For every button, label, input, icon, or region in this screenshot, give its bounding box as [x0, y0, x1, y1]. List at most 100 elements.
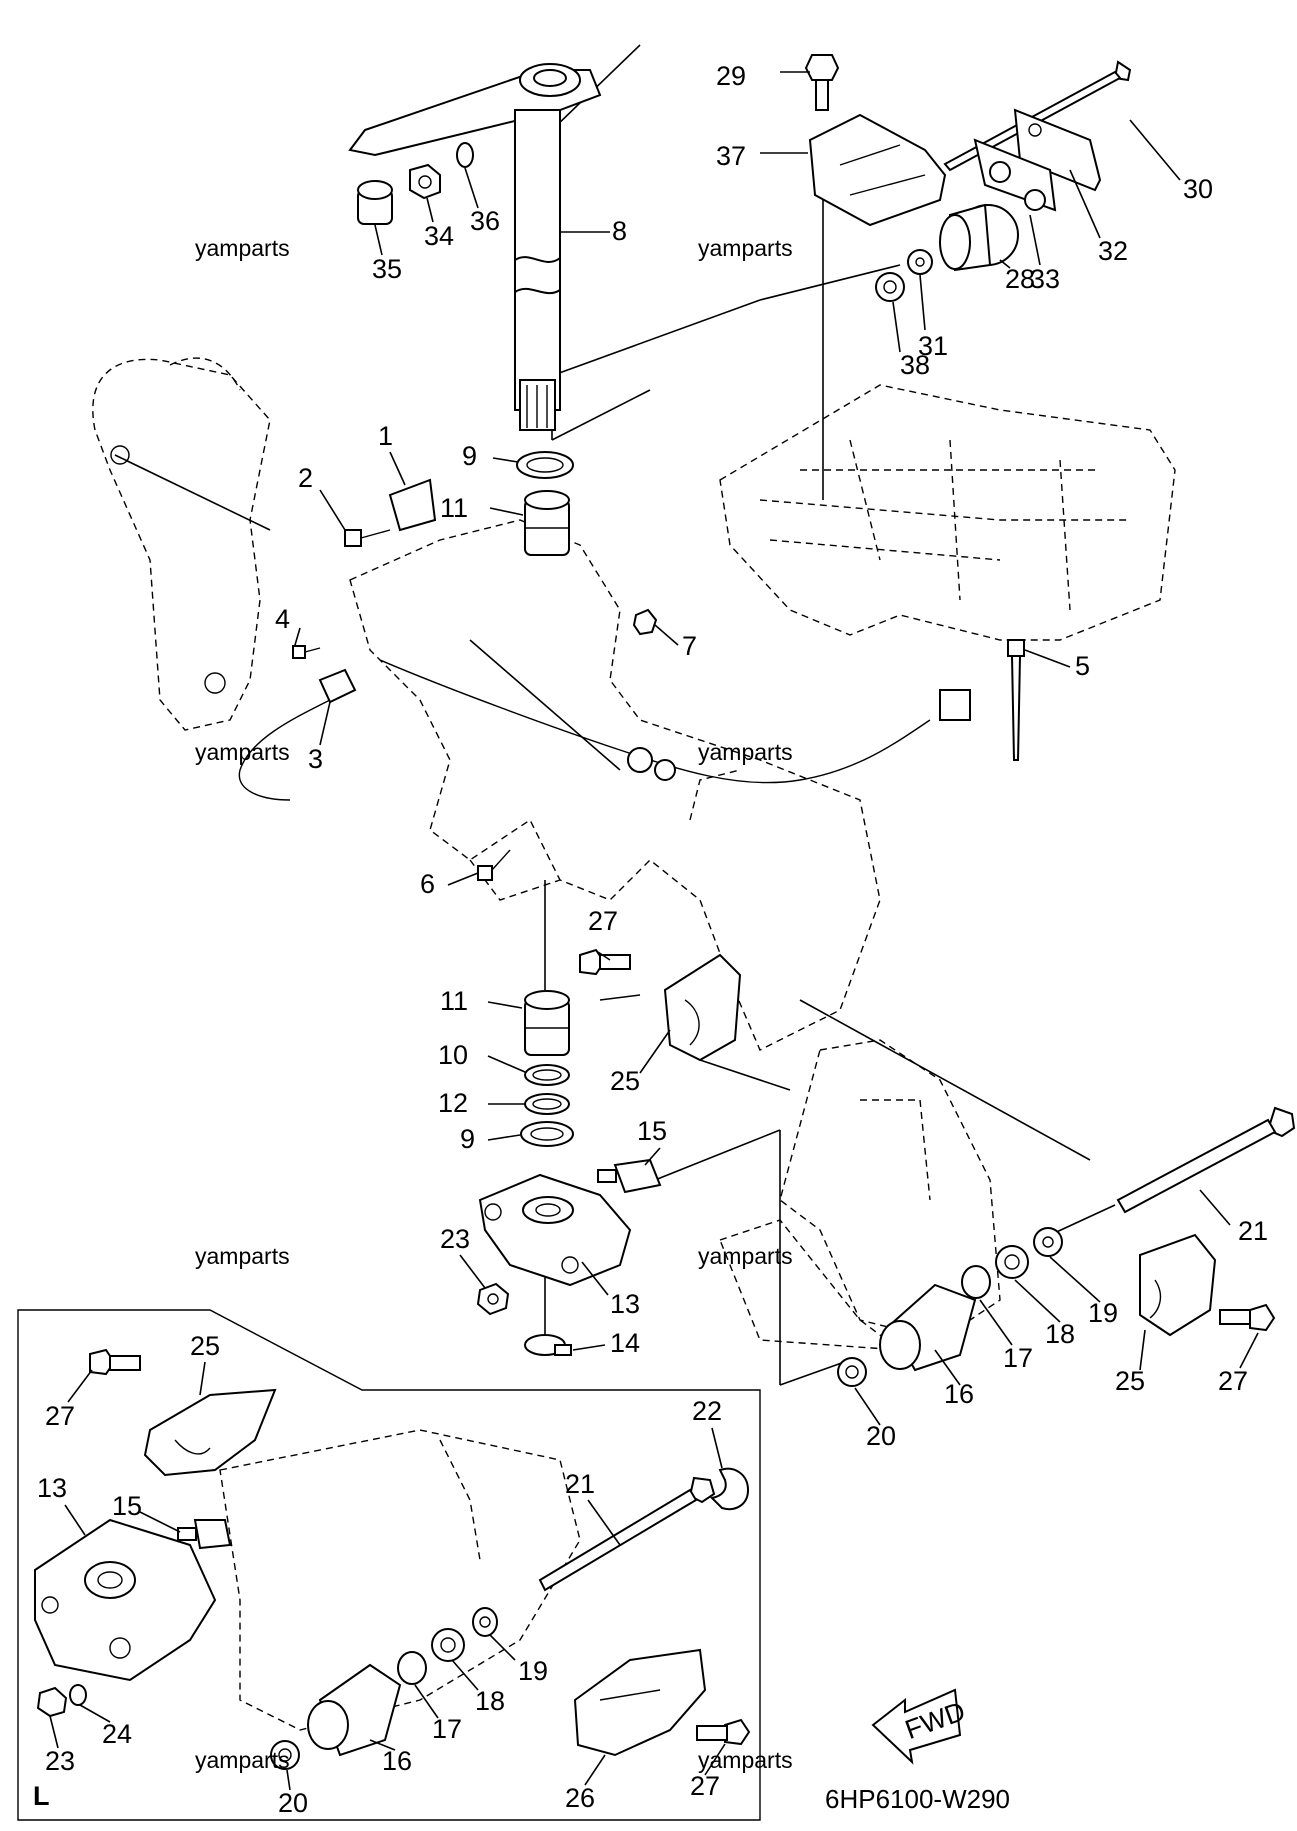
inset-callout-25: 25: [190, 1331, 220, 1361]
callout-9a: 9: [462, 441, 477, 471]
inset-callout-15: 15: [112, 1491, 142, 1521]
bolt-27-right: [1219, 1303, 1276, 1332]
wire-lead: [379, 659, 971, 784]
cable-tie-5: [1007, 639, 1025, 761]
callout-33: 33: [1030, 264, 1060, 294]
washer-12: [524, 1093, 570, 1115]
plate-32: [1013, 108, 1102, 192]
washer-36: [456, 142, 474, 168]
inset-callout-23: 23: [45, 1746, 75, 1776]
inset-callout-27a: 27: [45, 1401, 75, 1431]
callout-23: 23: [440, 1224, 470, 1254]
washer-17: [961, 1265, 991, 1299]
callout-35: 35: [372, 254, 402, 284]
collar-38: [875, 272, 905, 302]
inset-l: [17, 1309, 761, 1821]
inset-washer-17: [397, 1651, 427, 1685]
clip-1: [388, 478, 437, 532]
callout-32: 32: [1098, 236, 1128, 266]
callout-1: 1: [378, 421, 393, 451]
inset-callout-26: 26: [565, 1783, 595, 1813]
mount-cover-25-right: [1139, 1233, 1217, 1337]
callout-31: 31: [918, 331, 948, 361]
callout-5: 5: [1075, 651, 1090, 681]
inset-collar-22: [709, 1467, 750, 1510]
bolt-2: [344, 529, 391, 547]
callout-27a: 27: [588, 906, 618, 936]
callout-leaders: [49, 71, 1259, 1791]
engine-base-outline: [719, 384, 1176, 641]
clip-14: [524, 1334, 572, 1356]
clamp-bracket-outline: [92, 357, 271, 731]
inset-callout-21: 21: [565, 1469, 595, 1499]
inset-callout-13: 13: [37, 1473, 67, 1503]
callout-21: 21: [1238, 1216, 1268, 1246]
nut-23: [476, 1282, 510, 1316]
callout-4: 4: [275, 604, 290, 634]
washer-9-upper: [516, 451, 574, 479]
drawing-code: 6HP6100-W290: [825, 1784, 1010, 1814]
bolt-27-upper: [579, 948, 631, 976]
callout-10: 10: [438, 1040, 468, 1070]
callout-12: 12: [438, 1088, 468, 1118]
damper-28: [939, 203, 1019, 272]
inset-callout-24: 24: [102, 1719, 132, 1749]
callout-34: 34: [424, 221, 454, 251]
mount-housing-37: [808, 113, 947, 227]
watermark-3: yamparts: [195, 739, 290, 765]
inset-bolt-27a: [89, 1348, 141, 1376]
watermark-5: yamparts: [195, 1243, 290, 1269]
callout-numbers: 1 2 3 4 5 6 7 8 9 9 10 11 11 12 13 14 15…: [37, 61, 1268, 1818]
damper-16: [879, 1283, 977, 1372]
nut-34: [409, 163, 441, 200]
washer-31: [907, 249, 933, 275]
inset-callout-20: 20: [278, 1788, 308, 1818]
callout-9b: 9: [460, 1124, 475, 1154]
inset-bolt-21: [538, 1476, 716, 1592]
callout-13: 13: [610, 1289, 640, 1319]
callout-7: 7: [682, 631, 697, 661]
callout-14: 14: [610, 1328, 640, 1358]
inset-callout-19: 19: [518, 1656, 548, 1686]
mount-cover-25-upper: [663, 953, 742, 1062]
inset-block-15: [177, 1519, 232, 1550]
washer-9-lower: [520, 1121, 574, 1147]
inset-callout-22: 22: [692, 1396, 722, 1426]
watermarks: yamparts yamparts yamparts yamparts yamp…: [195, 235, 793, 1773]
callout-11a: 11: [440, 493, 468, 523]
lower-bracket-13: [478, 1173, 632, 1287]
inset-label: L: [33, 1781, 50, 1811]
callout-6: 6: [420, 869, 435, 899]
callout-8: 8: [612, 216, 627, 246]
nut-7: [632, 608, 658, 636]
bolt-21: [1116, 1106, 1296, 1214]
bushing-11-upper: [524, 490, 570, 556]
watermark-4: yamparts: [698, 739, 793, 765]
callout-25b: 25: [1115, 1366, 1145, 1396]
callout-17: 17: [1003, 1343, 1033, 1373]
collar-20: [837, 1357, 867, 1387]
inset-bolt-27b: [696, 1718, 751, 1746]
callout-38: 38: [900, 350, 930, 380]
inset-callout-16: 16: [382, 1746, 412, 1776]
callout-30: 30: [1183, 174, 1213, 204]
steering-arm-8: [348, 63, 602, 431]
inset-nut-23: [36, 1686, 68, 1718]
callout-37: 37: [716, 141, 746, 171]
callout-20: 20: [866, 1421, 896, 1451]
inset-callout-18: 18: [475, 1686, 505, 1716]
callout-25a: 25: [610, 1066, 640, 1096]
callout-18: 18: [1045, 1319, 1075, 1349]
fwd-arrow-icon: [871, 1688, 962, 1765]
inset-damper-16: [307, 1663, 402, 1757]
inset-callout-27b: 27: [690, 1771, 720, 1801]
inset-callout-17: 17: [432, 1714, 462, 1744]
inset-bracket-13: [34, 1518, 217, 1682]
bolt-6: [477, 849, 511, 881]
watermark-2: yamparts: [698, 235, 793, 261]
washer-18: [995, 1245, 1029, 1279]
callout-36: 36: [470, 206, 500, 236]
callout-2: 2: [298, 463, 313, 493]
cap-nut-35: [357, 180, 393, 225]
